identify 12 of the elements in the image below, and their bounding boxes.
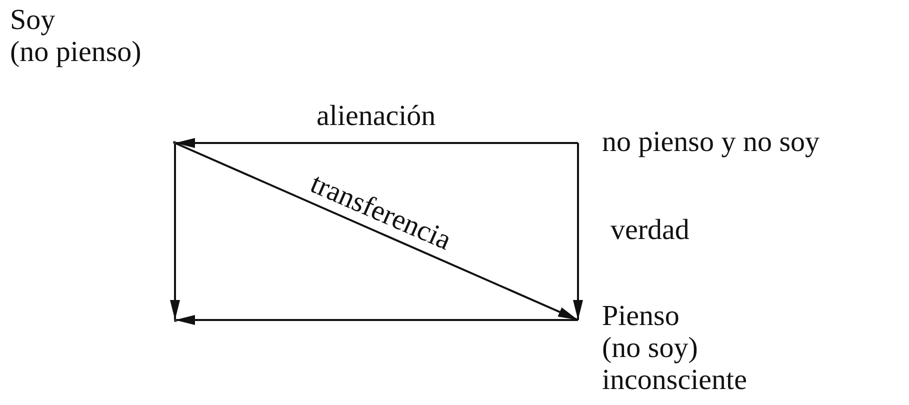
arrow (573, 143, 583, 320)
node-label: inconsciente (602, 364, 747, 396)
arrow (175, 138, 578, 148)
arrow (174, 142, 578, 321)
node-label: no pienso y no soy (602, 126, 820, 158)
arrow (170, 143, 180, 320)
corner-point (174, 319, 177, 322)
node-label: Soy (10, 4, 56, 36)
arrow (175, 315, 578, 325)
node-label: (no soy) (602, 332, 698, 364)
node-label: (no pienso) (10, 36, 142, 68)
node-label: Pienso (602, 300, 680, 332)
